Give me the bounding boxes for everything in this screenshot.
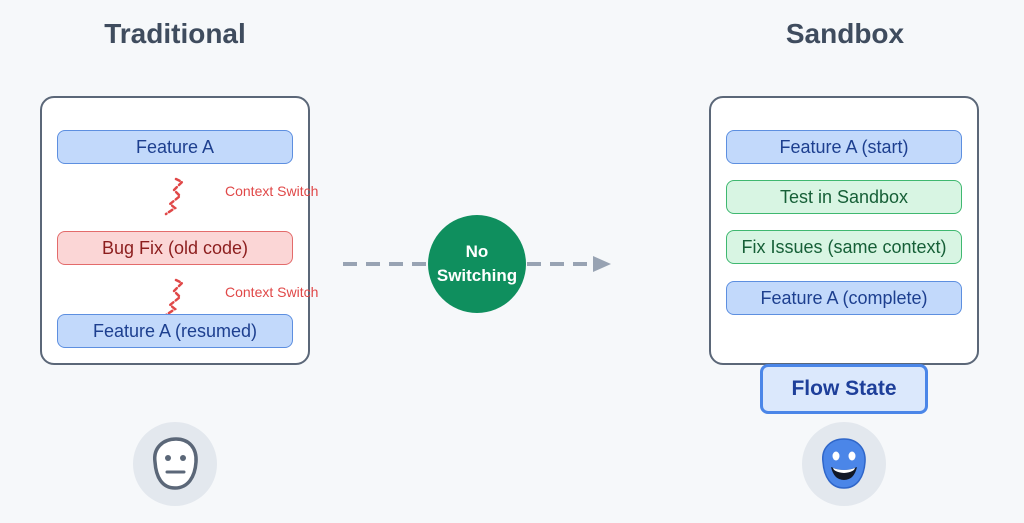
traditional-step-bug-fix: Bug Fix (old code): [57, 231, 293, 265]
sandbox-step-feature-a-complete: Feature A (complete): [726, 281, 962, 315]
context-switch-squiggle-1: [164, 177, 185, 216]
context-switch-label-2: Context Switch: [225, 284, 319, 300]
no-switching-line-1: No: [465, 242, 489, 261]
no-switching-line-2: Switching: [436, 266, 518, 285]
sandbox-step-test: Test in Sandbox: [726, 180, 962, 214]
happy-face-icon: [802, 422, 886, 506]
context-switch-label-1: Context Switch: [225, 183, 319, 199]
traditional-step-feature-a-resumed: Feature A (resumed): [57, 314, 293, 348]
flow-state-badge: Flow State: [760, 364, 928, 414]
sandbox-step-feature-a-start: Feature A (start): [726, 130, 962, 164]
traditional-step-feature-a: Feature A: [57, 130, 293, 164]
sandbox-step-fix-issues: Fix Issues (same context): [726, 230, 962, 264]
sandbox-title: Sandbox: [785, 18, 905, 49]
traditional-title: Traditional: [104, 18, 246, 49]
arrow-head: [593, 256, 611, 272]
context-switch-squiggle-2: [164, 278, 185, 317]
neutral-face-icon: [133, 422, 217, 506]
no-switching-badge: No Switching: [428, 215, 526, 313]
